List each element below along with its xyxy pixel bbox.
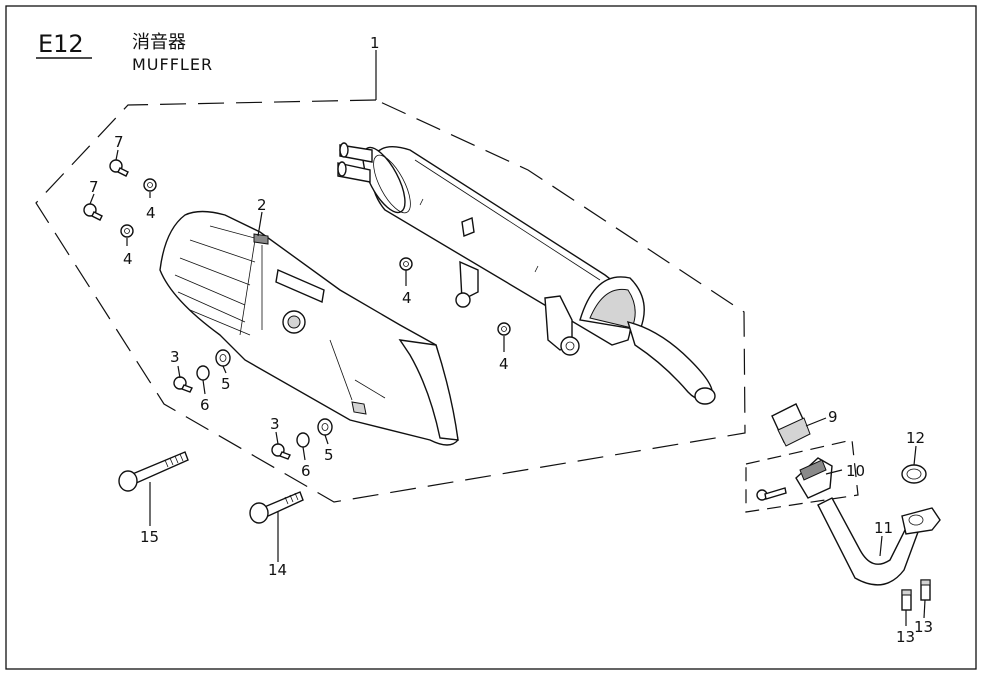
- exhaust-pipe-11: [817, 497, 941, 586]
- callout-13-a: 13: [896, 628, 915, 646]
- stud-13-a: [901, 589, 912, 611]
- callout-6-a: 6: [200, 396, 210, 414]
- gasket-12: [901, 464, 927, 484]
- bolt-14: [249, 491, 304, 524]
- callout-labels: 1 2 3 3 4 4 4 4 5 5 6 6 7 7 9 10 11 12 1…: [89, 34, 933, 646]
- callout-14: 14: [268, 561, 287, 579]
- callout-5-a: 5: [221, 375, 231, 393]
- heat-shield: [159, 210, 459, 446]
- washer-5-a: [215, 349, 231, 367]
- callout-4-d: 4: [499, 355, 509, 373]
- bolt-15: [118, 451, 189, 492]
- collar-6-a: [196, 365, 210, 381]
- header: E12 消音器 MUFFLER: [36, 30, 213, 74]
- drawing-frame: [5, 5, 977, 670]
- washer-5-b: [317, 418, 333, 436]
- nut-4-a: [143, 178, 157, 192]
- callout-2: 2: [257, 196, 267, 214]
- callout-4-a: 4: [146, 204, 156, 222]
- title-chinese: 消音器: [132, 32, 186, 53]
- bolt-7-lower: [83, 203, 103, 221]
- nut-4-b: [120, 224, 134, 238]
- assembly-boundary: [35, 99, 746, 503]
- callout-3-a: 3: [170, 348, 180, 366]
- clamp-10: [756, 457, 833, 501]
- bolt-7-upper: [109, 159, 129, 177]
- callout-11: 11: [874, 519, 893, 537]
- callout-15: 15: [140, 528, 159, 546]
- callout-7-b: 7: [89, 178, 99, 196]
- callout-9: 9: [828, 408, 838, 426]
- title-english: MUFFLER: [132, 55, 213, 74]
- clamp-group-boundary: [745, 439, 859, 513]
- callout-10: 10: [846, 462, 865, 480]
- nut-4-c: [399, 257, 413, 271]
- stud-13-b: [920, 579, 931, 601]
- sensor-9: [771, 403, 811, 447]
- section-code: E12: [38, 30, 84, 58]
- bolt-3-b: [271, 443, 291, 460]
- nut-4-d: [497, 322, 511, 336]
- callout-6-b: 6: [301, 462, 311, 480]
- callout-7-a: 7: [114, 133, 124, 151]
- bolt-3-a: [173, 376, 193, 393]
- callout-12: 12: [906, 429, 925, 447]
- callout-3-b: 3: [270, 415, 280, 433]
- callout-1: 1: [370, 34, 380, 52]
- callout-4-b: 4: [123, 250, 133, 268]
- callout-5-b: 5: [324, 446, 334, 464]
- muffler-body: [337, 142, 716, 405]
- callout-13-b: 13: [914, 618, 933, 636]
- leader-lines: [89, 50, 926, 626]
- callout-4-c: 4: [402, 289, 412, 307]
- collar-6-b: [296, 432, 310, 448]
